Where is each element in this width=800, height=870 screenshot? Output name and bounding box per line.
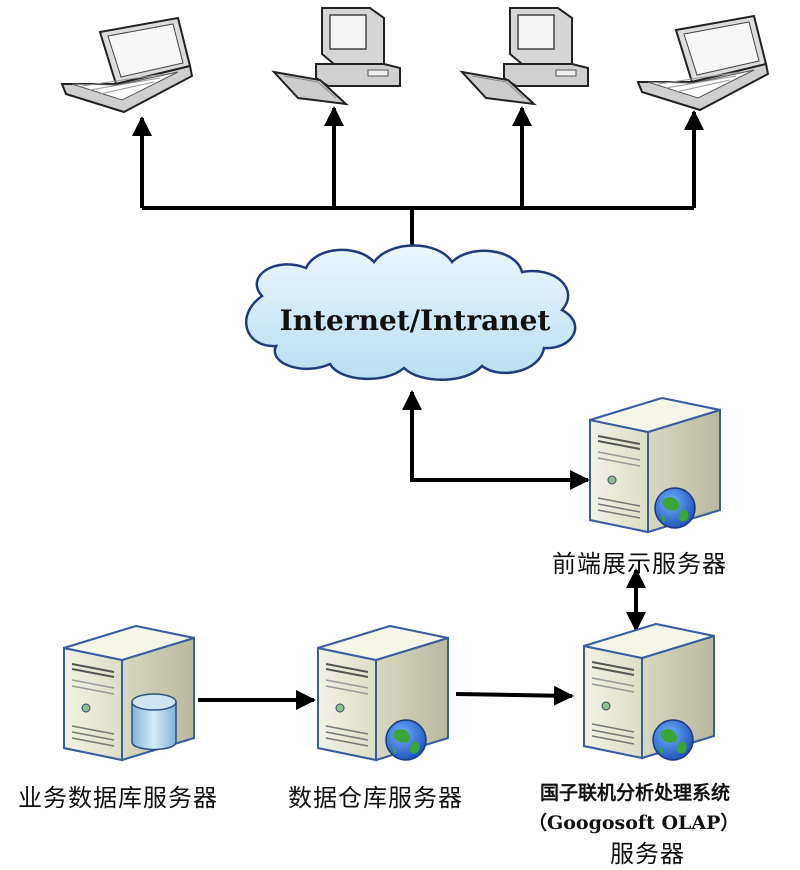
globe-icon [654, 487, 696, 529]
client-laptop-2 [637, 15, 769, 111]
internet-cloud [244, 244, 577, 381]
olap-server [583, 623, 715, 761]
globe-icon [385, 719, 427, 761]
client-bus [132, 106, 704, 266]
business-db-server-label: 业务数据库服务器 [18, 784, 218, 812]
frontend-server [589, 397, 721, 533]
business-db-server [63, 625, 195, 761]
olap-product-label: （Googosoft OLAP） [528, 812, 740, 834]
globe-icon [652, 719, 694, 761]
client-desktop-1 [273, 7, 401, 105]
warehouse-server-label: 数据仓库服务器 [288, 784, 463, 812]
olap-server-label: 服务器 [610, 840, 685, 868]
database-cylinder-icon [131, 693, 177, 751]
client-laptop-1 [61, 17, 193, 113]
network-label: Internet/Intranet [279, 304, 551, 337]
client-desktop-2 [461, 7, 589, 105]
olap-system-label: 国子联机分析处理系统 [540, 782, 731, 804]
frontend-server-label: 前端展示服务器 [552, 550, 727, 578]
warehouse-server [317, 625, 449, 761]
links [198, 390, 646, 710]
